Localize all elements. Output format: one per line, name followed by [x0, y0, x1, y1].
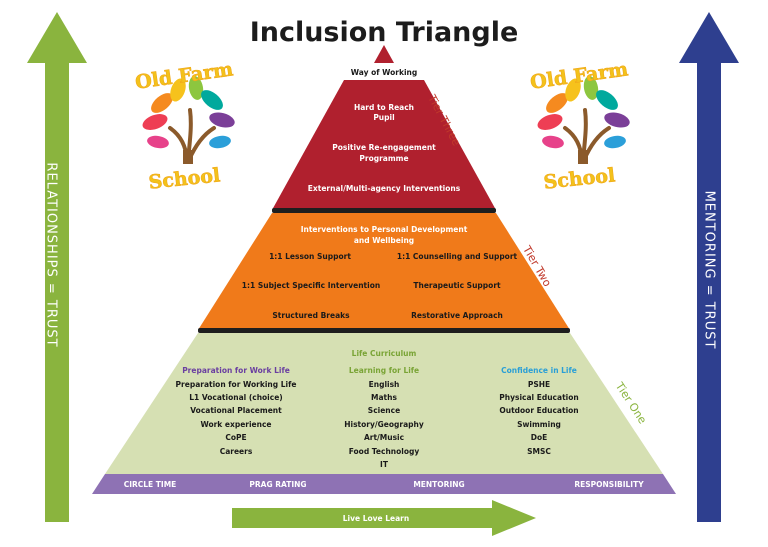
- col3-item: Physical Education: [499, 393, 578, 402]
- col3-item: SMSC: [527, 447, 551, 456]
- tier2-item: 1:1 Lesson Support: [269, 252, 351, 261]
- logo-line2: School: [148, 164, 222, 193]
- bottom-arrow-label: Live Love Learn: [343, 514, 409, 523]
- tier3-item: Positive Re-engagement: [332, 143, 436, 152]
- tier2-band: [198, 213, 570, 330]
- tier2-item: Structured Breaks: [272, 311, 350, 320]
- school-logo-left: Old Farm School: [134, 58, 235, 194]
- col2-item: Art/Music: [364, 433, 404, 442]
- tier2-item: 1:1 Counselling and Support: [397, 252, 518, 261]
- left-arrow-shape: [27, 12, 87, 522]
- tier1-band: [105, 333, 663, 474]
- pyramid: Way of Working Hard to Reach Pupil Posit…: [92, 45, 676, 494]
- col2-item: Science: [368, 406, 400, 415]
- col2-item: IT: [380, 460, 389, 469]
- tier2-item: Therapeutic Support: [413, 281, 501, 290]
- tier2-item: Restorative Approach: [411, 311, 503, 320]
- bottom-arrow-shape: [232, 500, 536, 536]
- left-arrow: RELATIONSHIPS = TRUST: [27, 12, 87, 522]
- col1-item: Careers: [220, 447, 253, 456]
- tier3-item: External/Multi-agency Interventions: [308, 184, 461, 193]
- col1-item: Preparation for Working Life: [176, 380, 297, 389]
- tier3-item: Programme: [359, 154, 408, 163]
- tier1-curriculum: Life Curriculum: [352, 349, 417, 358]
- right-arrow-label: MENTORING = TRUST: [702, 191, 717, 350]
- col3-heading: Confidence in Life: [501, 366, 577, 375]
- col1-heading: Preparation for Work Life: [182, 366, 290, 375]
- tree-icon: [142, 76, 235, 164]
- apex-label: Way of Working: [351, 68, 418, 77]
- base-bar-item: PRAG RATING: [249, 480, 306, 489]
- base-bar: [92, 474, 676, 494]
- col3-item: Swimming: [517, 420, 561, 429]
- col2-item: Maths: [371, 393, 397, 402]
- col1-item: L1 Vocational (choice): [189, 393, 282, 402]
- col2-item: English: [369, 380, 400, 389]
- right-arrow-shape: [679, 12, 739, 522]
- col1-item: CoPE: [225, 433, 246, 442]
- col2-heading: Learning for Life: [349, 366, 419, 375]
- right-arrow: MENTORING = TRUST: [679, 12, 739, 522]
- left-arrow-label: RELATIONSHIPS = TRUST: [44, 162, 59, 347]
- col3-item: DoE: [531, 433, 548, 442]
- tier3-band: [272, 80, 496, 210]
- apex-triangle: [374, 45, 394, 63]
- base-bar-item: CIRCLE TIME: [124, 480, 177, 489]
- logo-line2: School: [543, 164, 617, 193]
- base-bar-item: RESPONSIBILITY: [574, 480, 644, 489]
- page-title: Inclusion Triangle: [250, 17, 519, 48]
- base-bar-item: MENTORING: [413, 480, 464, 489]
- col1-item: Work experience: [200, 420, 271, 429]
- tier2-heading: and Wellbeing: [354, 236, 414, 245]
- tier2-heading: Interventions to Personal Development: [301, 225, 468, 234]
- col3-item: Outdoor Education: [499, 406, 578, 415]
- col2-item: History/Geography: [344, 420, 424, 429]
- tree-icon: [537, 76, 630, 164]
- bottom-arrow: Live Love Learn: [232, 500, 536, 536]
- tier3-item: Pupil: [373, 113, 394, 122]
- school-logo-right: Old Farm School: [529, 58, 630, 194]
- tier-separator: [198, 328, 570, 333]
- col3-item: PSHE: [528, 380, 550, 389]
- tier-separator: [272, 208, 496, 213]
- col2-item: Food Technology: [349, 447, 420, 456]
- tier3-item: Hard to Reach: [354, 103, 414, 112]
- tier2-item: 1:1 Subject Specific Intervention: [242, 281, 380, 290]
- col1-item: Vocational Placement: [190, 406, 282, 415]
